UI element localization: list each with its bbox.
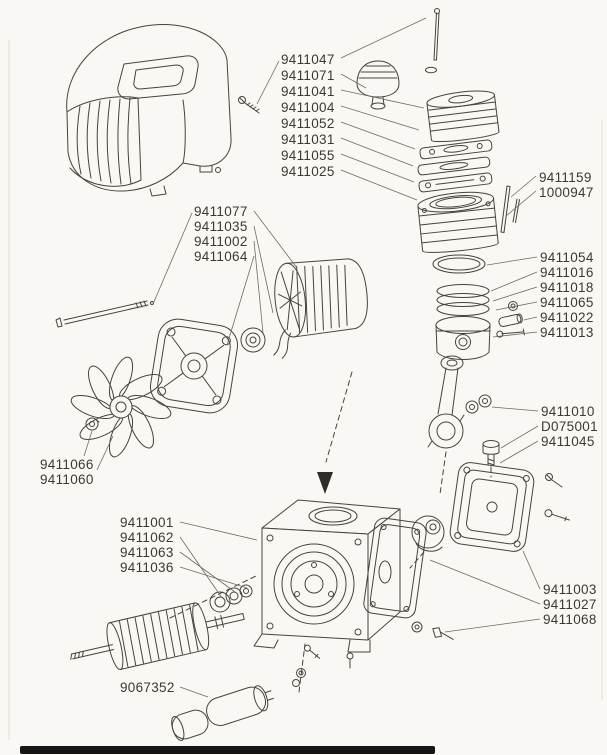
part-number-label: 9411004 — [281, 100, 335, 115]
piston-rings-drawing — [436, 284, 490, 316]
part-number-label: 9411068 — [543, 612, 597, 627]
stator-drawing — [273, 258, 368, 359]
oring-drawing — [432, 254, 486, 274]
part-number-label: 9411027 — [543, 597, 597, 612]
eccentric-drawing — [409, 515, 445, 569]
part-number-label: 9411063 — [120, 545, 174, 560]
valve-plate-stack-drawing — [417, 139, 493, 193]
lock-washer-drawing — [85, 417, 100, 431]
part-number-label: 9411055 — [281, 148, 335, 163]
capacitor-drawing — [206, 685, 274, 727]
cylinder-head-drawing — [426, 90, 500, 143]
part-number-label: 9067352 — [120, 680, 175, 695]
capacitor-sleeve-drawing — [171, 709, 209, 741]
cover-bolt-drawing — [411, 621, 454, 640]
part-number-label: 9411062 — [120, 530, 174, 545]
part-number-label: 9411065 — [540, 295, 594, 310]
rotor-bearing-parts-drawing — [209, 584, 253, 613]
filter-cap-drawing — [356, 60, 400, 110]
piston-drawing — [435, 316, 491, 360]
rotor-drawing — [70, 602, 245, 671]
part-number-label: 9411077 — [194, 204, 248, 219]
part-number-label: 9411066 — [40, 457, 94, 472]
cylinder-drawing — [417, 191, 499, 253]
part-number-label: 9411016 — [540, 265, 594, 280]
scan-artifact-bar — [20, 746, 435, 754]
leader-lines — [83, 17, 541, 698]
part-number-label: 9411025 — [281, 164, 335, 179]
mounting-hardware-drawing — [292, 643, 321, 693]
part-number-label: 9411001 — [120, 515, 174, 530]
part-number-label: 9411022 — [540, 310, 594, 325]
part-number-label: 9411010 — [541, 404, 595, 419]
part-number-label: 9411035 — [194, 219, 248, 234]
part-number-label: 9411047 — [281, 52, 335, 67]
assembly-arrow — [317, 371, 447, 495]
part-number-label: D075001 — [541, 419, 598, 434]
cover-plate-drawing — [449, 462, 535, 552]
part-number-label: 9411159 — [539, 170, 592, 185]
fan-drawing — [70, 356, 172, 458]
bearing-drawing — [240, 327, 266, 353]
part-number-label: 9411041 — [281, 84, 335, 99]
crankcase-gasket-drawing — [363, 517, 427, 619]
end-shield-drawing — [149, 318, 239, 414]
rotor-assembly-dash — [169, 575, 257, 619]
part-number-label: 9411031 — [281, 132, 335, 147]
part-number-label: 9411071 — [281, 68, 335, 83]
breather-cap-drawing — [482, 440, 500, 478]
crankcase-drawing — [253, 499, 401, 669]
stud-bolts-drawing — [500, 185, 520, 233]
part-number-label: 9411045 — [541, 434, 595, 449]
screw-icon — [238, 96, 260, 114]
part-number-label: 9411002 — [194, 234, 248, 249]
part-number-label: 9411036 — [120, 560, 174, 575]
part-number-label: 9411052 — [281, 116, 335, 131]
connecting-rod-drawing — [427, 355, 492, 449]
fan-housing-drawing — [66, 24, 232, 197]
part-number-label: 9411064 — [194, 249, 248, 264]
head-bolt-drawing — [425, 8, 440, 74]
part-number-label: 9411054 — [540, 250, 594, 265]
part-number-label: 9411060 — [40, 472, 94, 487]
part-number-label: 1000947 — [539, 185, 594, 200]
cover-screws-drawing — [544, 473, 570, 522]
part-number-label: 9411003 — [543, 582, 597, 597]
part-number-label: 9411018 — [540, 280, 594, 295]
through-bolt-drawing — [55, 300, 154, 328]
part-number-label: 9411013 — [540, 325, 594, 340]
